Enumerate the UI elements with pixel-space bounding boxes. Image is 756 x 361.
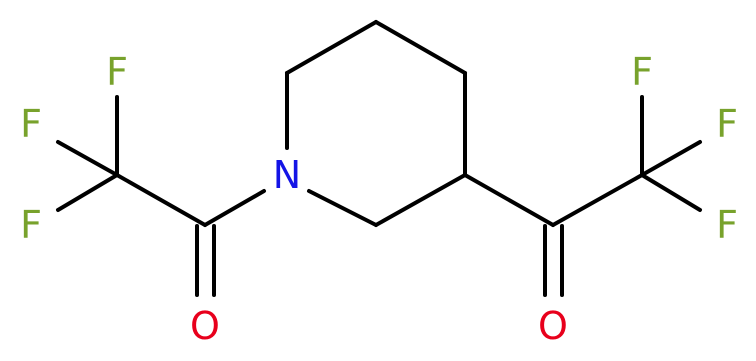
bond-c-f5 xyxy=(640,140,702,177)
bond-carbonyl-n xyxy=(203,189,266,227)
bond-c2-c3 xyxy=(374,173,467,227)
bond-c-f6 xyxy=(640,173,702,212)
bond-carbonyl-cf3-right xyxy=(551,173,644,227)
atom-f6: F xyxy=(716,203,738,247)
bond-c3-carbonyl-right xyxy=(463,173,555,227)
bond-c5-c6 xyxy=(285,20,378,75)
atom-labels: F F F O N F F F O xyxy=(20,50,738,348)
atom-f1: F xyxy=(106,50,128,94)
bonds xyxy=(56,20,702,297)
atom-n1: N xyxy=(273,153,301,197)
bond-c-f3 xyxy=(56,173,119,212)
atom-f2: F xyxy=(20,102,42,146)
bond-c4-c5 xyxy=(374,20,467,75)
bond-cf3-carbonyl-left xyxy=(115,173,207,227)
bond-n-c2 xyxy=(307,189,378,227)
atom-o1: O xyxy=(190,304,220,348)
atom-f3: F xyxy=(20,203,42,247)
bond-c-f2 xyxy=(56,140,119,177)
atom-f4: F xyxy=(631,50,653,94)
atom-o2: O xyxy=(538,304,568,348)
atom-f5: F xyxy=(716,102,738,146)
